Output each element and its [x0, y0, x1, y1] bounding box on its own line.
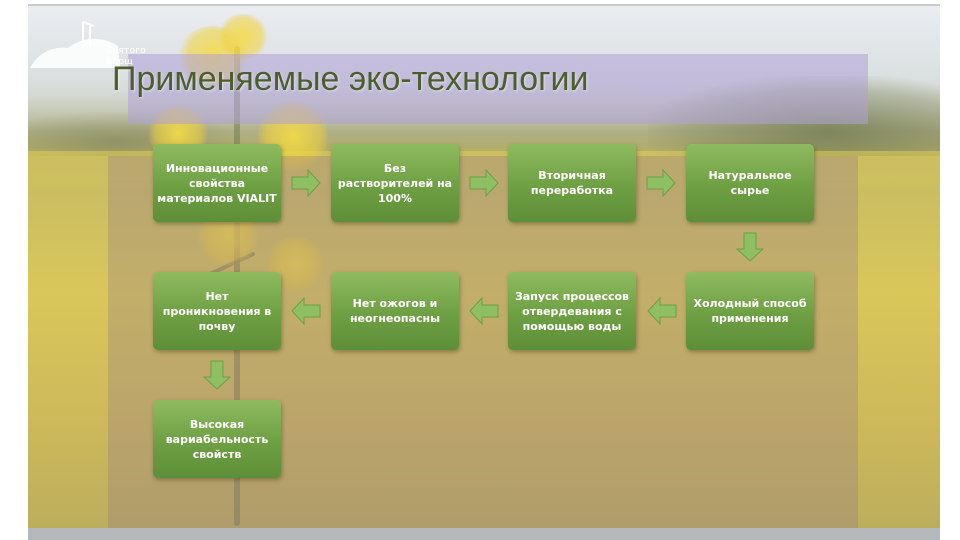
slide-title: Применяемые эко-технологии	[112, 60, 589, 99]
arrow-down-icon	[202, 359, 232, 391]
flow-step-label: Вторичная переработка	[508, 168, 636, 198]
flow-step-label: Нет проникновения в почву	[153, 289, 281, 334]
flow-step-label: Высокая вариабельность свойств	[153, 417, 281, 462]
flow-step-label: Без растворителей на 100%	[331, 161, 459, 206]
arrow-left-icon	[646, 296, 678, 326]
flow-step-label: Нет ожогов и неогнеопасны	[331, 296, 459, 326]
flow-step-2: Без растворителей на 100%	[331, 144, 459, 222]
flow-step-3: Вторичная переработка	[508, 144, 636, 222]
flow-step-6: Запуск процессов отвердевания с помощью …	[508, 272, 636, 350]
arrow-right-icon	[290, 168, 322, 198]
flow-step-1: Инновационные свойства материалов VIALIT	[153, 144, 281, 222]
flow-step-9: Высокая вариабельность свойств	[153, 400, 281, 478]
plant-flower	[218, 14, 268, 59]
arrow-right-icon	[645, 168, 677, 198]
flow-step-label: Холодный способ применения	[686, 296, 814, 326]
flow-step-label: Инновационные свойства материалов VIALIT	[153, 161, 281, 206]
flow-step-8: Нет проникновения в почву	[153, 272, 281, 350]
arrow-left-icon	[468, 296, 500, 326]
flow-step-label: Запуск процессов отвердевания с помощью …	[508, 289, 636, 334]
flow-step-label: Натуральное сырье	[686, 168, 814, 198]
flow-step-5: Холодный способ применения	[686, 272, 814, 350]
arrow-left-icon	[290, 296, 322, 326]
flow-step-7: Нет ожогов и неогнеопасны	[331, 272, 459, 350]
slide-bottom-bar	[28, 528, 940, 540]
arrow-right-icon	[468, 168, 500, 198]
flow-step-4: Натуральное сырье	[686, 144, 814, 222]
arrow-down-icon	[735, 231, 765, 263]
